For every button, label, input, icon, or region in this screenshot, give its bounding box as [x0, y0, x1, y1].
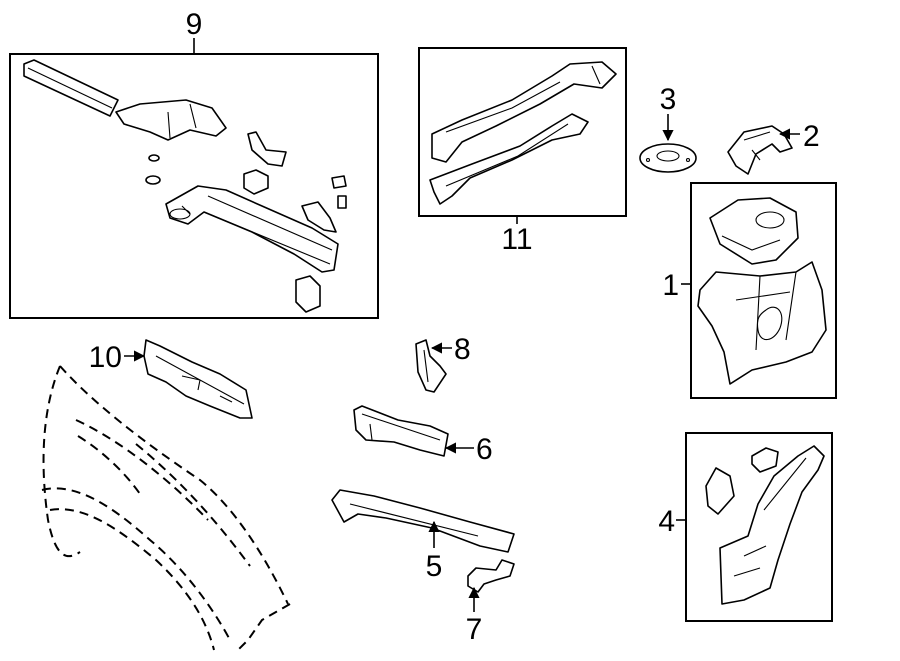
part-nut-plate: [243, 169, 269, 195]
fender-outline: [41, 365, 291, 653]
group-1-strut-tower[interactable]: [681, 182, 837, 399]
part-8-gusset[interactable]: [415, 339, 452, 393]
part-plug-a: [148, 154, 160, 162]
callout-5: 5: [426, 550, 443, 583]
part-upper-crossmember: [431, 61, 617, 163]
part-tab-bracket: [751, 447, 779, 473]
callout-8: 8: [454, 333, 471, 366]
callout-9: 9: [186, 8, 203, 41]
part-plug-b: [145, 175, 161, 185]
group-1-box: [690, 182, 837, 399]
part-bolt-b: [337, 195, 347, 209]
callout-7: 7: [466, 613, 483, 646]
part-wheelhouse: [697, 261, 827, 385]
callout-4: 4: [658, 505, 675, 538]
group-4-inner-panel[interactable]: [676, 432, 833, 622]
part-rail-end-cap: [295, 275, 321, 313]
group-9-frame-rail-assembly[interactable]: [9, 38, 379, 319]
callout-10: 10: [89, 341, 122, 374]
callout-11: 11: [501, 223, 532, 256]
part-small-gusset: [705, 467, 735, 515]
callout-3: 3: [660, 83, 677, 116]
part-3-grommet[interactable]: [639, 114, 697, 173]
group-11-box: [418, 47, 627, 217]
callout-2: 2: [803, 120, 820, 153]
part-front-bracket: [115, 99, 227, 141]
part-side-bracket: [301, 201, 337, 233]
part-5-apron-extension[interactable]: [331, 489, 515, 553]
group-11-crossmember[interactable]: [418, 47, 627, 224]
part-strut-cap: [709, 197, 799, 265]
part-main-frame-rail: [165, 185, 339, 273]
part-bolt-a: [331, 175, 347, 189]
part-7-bracket[interactable]: [467, 559, 515, 612]
callout-6: 6: [476, 433, 493, 466]
part-10-reinforcement[interactable]: [124, 339, 253, 419]
part-inner-panel: [719, 445, 825, 605]
group-4-box: [685, 432, 833, 622]
callout-1: 1: [662, 269, 679, 302]
part-2-bracket[interactable]: [727, 125, 800, 175]
part-small-bracket-a: [247, 131, 287, 167]
part-6-upper-rail[interactable]: [353, 405, 474, 457]
